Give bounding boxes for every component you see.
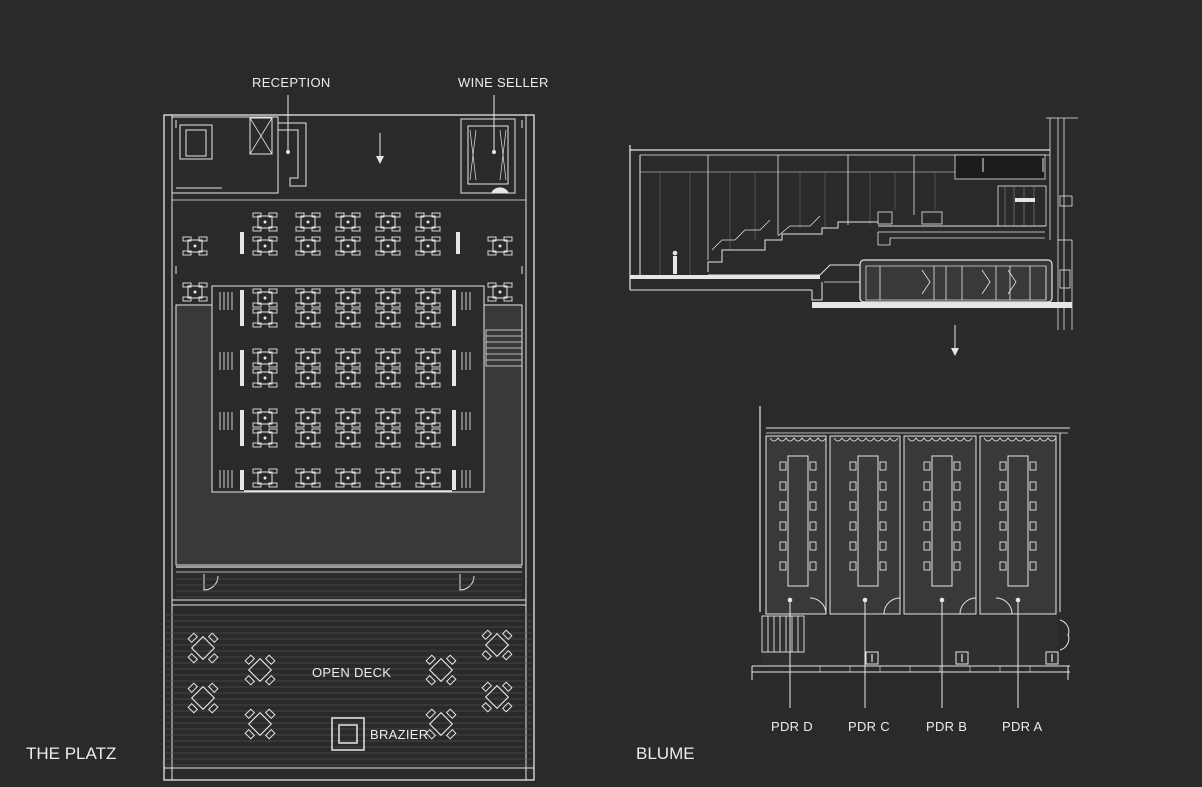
- pdr-chair: [999, 481, 1007, 491]
- pdr-chair: [1029, 461, 1037, 471]
- pdr-chair: [849, 561, 857, 571]
- pdr-chair: [879, 501, 887, 511]
- pdr-chair: [809, 521, 817, 531]
- pdr-chair: [849, 481, 857, 491]
- pdr-chair: [1029, 501, 1037, 511]
- pdr-chair: [923, 521, 931, 531]
- pdr-label: PDR D: [771, 719, 813, 734]
- open-deck-label: OPEN DECK: [312, 665, 392, 680]
- pdr-chair: [953, 561, 961, 571]
- pdr-chair: [779, 561, 787, 571]
- pdr-chair: [809, 561, 817, 571]
- pdr-chair: [879, 561, 887, 571]
- pdr-chair: [779, 521, 787, 531]
- pdr-label: PDR A: [1002, 719, 1043, 734]
- pdr-chair: [999, 501, 1007, 511]
- pdr-chair: [809, 501, 817, 511]
- pdr-chair: [809, 481, 817, 491]
- blume-plan-drawing: [751, 406, 1070, 708]
- pdr-chair: [923, 541, 931, 551]
- pdr-chair: [923, 561, 931, 571]
- pdr-chair: [879, 481, 887, 491]
- pdr-chair: [1029, 541, 1037, 551]
- pdr-chair: [779, 501, 787, 511]
- pdr-chair: [953, 461, 961, 471]
- blume-section-drawing: [629, 117, 1078, 356]
- pdr-chair: [923, 501, 931, 511]
- pdr-chair: [923, 461, 931, 471]
- pdr-chair: [953, 521, 961, 531]
- pdr-chair: [999, 561, 1007, 571]
- pdr-chair: [999, 461, 1007, 471]
- pdr-chair: [849, 501, 857, 511]
- pdr-chair: [953, 501, 961, 511]
- pdr-chair: [953, 481, 961, 491]
- pdr-chair: [809, 461, 817, 471]
- wine-seller-label: WINE SELLER: [458, 75, 549, 90]
- reception-label: RECEPTION: [252, 75, 331, 90]
- pdr-chair: [1029, 561, 1037, 571]
- pdr-chair: [849, 461, 857, 471]
- platz-title: THE PLATZ: [26, 744, 117, 763]
- pdr-chair: [1029, 481, 1037, 491]
- platz-plan: [163, 95, 535, 781]
- pdr-chair: [879, 461, 887, 471]
- pdr-label: PDR C: [848, 719, 890, 734]
- blume-title: BLUME: [636, 744, 695, 763]
- pdr-chair: [879, 541, 887, 551]
- pdr-chair: [849, 521, 857, 531]
- pdr-chair: [779, 481, 787, 491]
- pdr-chair: [999, 521, 1007, 531]
- pdr-chair: [809, 541, 817, 551]
- pdr-chair: [779, 461, 787, 471]
- brazier-label: BRAZIER: [370, 727, 429, 742]
- pdr-chair: [1029, 521, 1037, 531]
- pdr-chair: [923, 481, 931, 491]
- pdr-chair: [849, 541, 857, 551]
- pdr-chair: [779, 541, 787, 551]
- pdr-chair: [953, 541, 961, 551]
- pdr-chair: [999, 541, 1007, 551]
- pdr-chair: [879, 521, 887, 531]
- pdr-label: PDR B: [926, 719, 968, 734]
